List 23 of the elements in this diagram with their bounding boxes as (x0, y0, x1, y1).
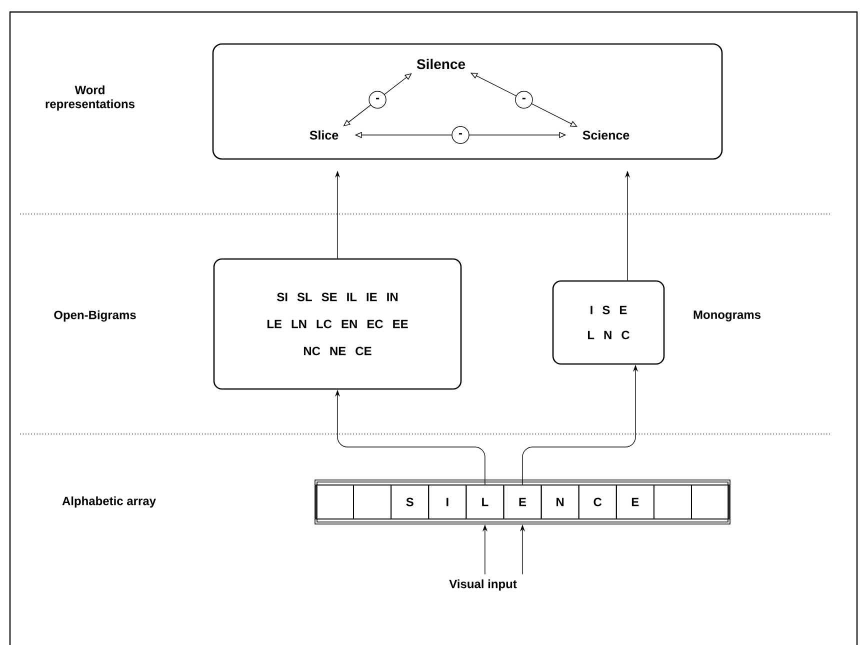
letter-cell: L (466, 484, 504, 520)
letter-cell: I (428, 484, 467, 520)
layer-label: Alphabetic array (62, 496, 156, 508)
letter-array (314, 480, 730, 524)
letter-cell (316, 484, 354, 520)
letter-cell (353, 484, 392, 520)
letter-cell: C (578, 484, 617, 520)
word-label: Silence (416, 58, 466, 70)
letter-cell: E (616, 484, 654, 520)
layer-label: Monograms (694, 310, 761, 322)
letter-cell (691, 484, 730, 520)
letter-cell: S (390, 484, 430, 520)
letter-cell (653, 484, 692, 520)
word-box (212, 43, 723, 160)
word-label: Science (582, 130, 630, 140)
layer-label: Word representations (46, 85, 135, 111)
unit-box: SI SL SE IL IE IN LE LN LC EN EC EE NC NE CE (213, 258, 462, 390)
input-label: Visual input (449, 579, 517, 591)
letter-cell: N (540, 484, 580, 520)
unit-box: I S E L N C (552, 280, 665, 365)
letter-cell: E (503, 484, 542, 520)
word-label: Slice (310, 130, 338, 140)
layer-label: Open-Bigrams (54, 310, 136, 322)
